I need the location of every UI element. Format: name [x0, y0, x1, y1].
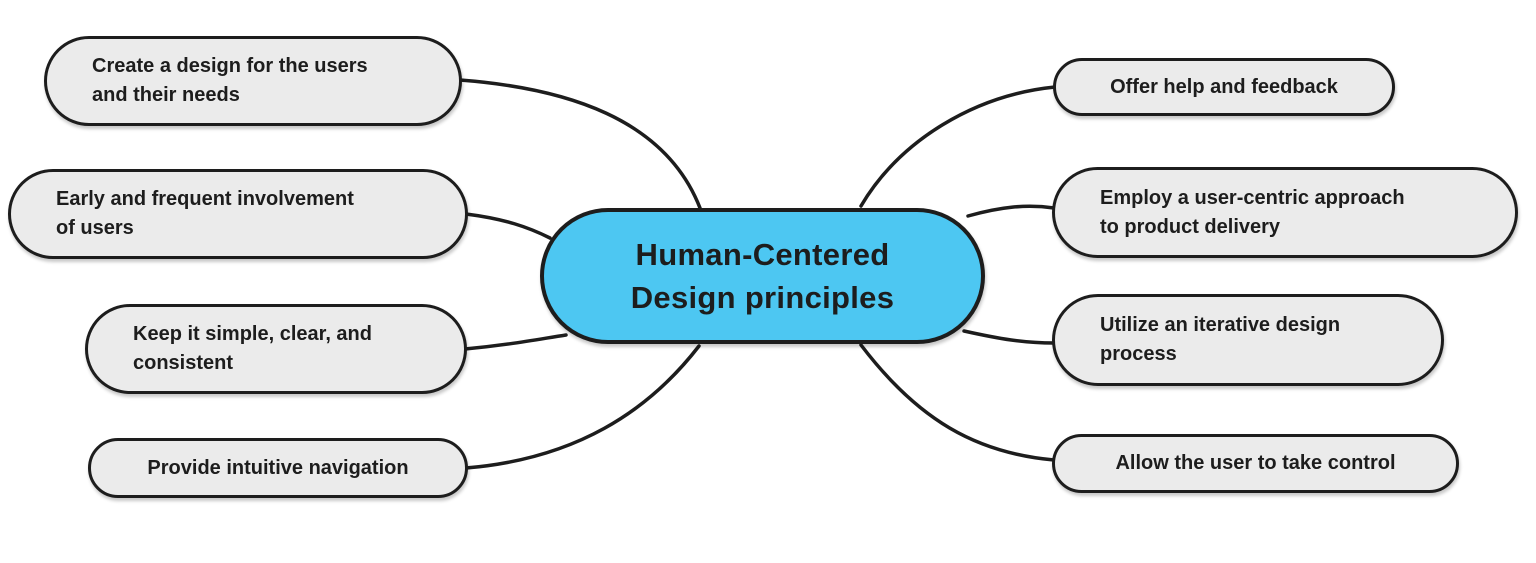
- node-offer-help[interactable]: Offer help and feedback: [1053, 58, 1395, 116]
- node-keep-simple[interactable]: Keep it simple, clear, and consistent: [85, 304, 467, 394]
- connector-user-control: [859, 343, 1056, 462]
- node-label: Provide intuitive navigation: [147, 456, 409, 479]
- node-label: Offer help and feedback: [1110, 75, 1338, 98]
- center-node[interactable]: Human-Centered Design principles: [540, 208, 985, 344]
- node-intuitive-navigation[interactable]: Provide intuitive navigation: [88, 438, 468, 498]
- node-label: Early and frequent involvement of users: [56, 188, 354, 239]
- connector-keep-simple: [463, 333, 568, 351]
- connector-offer-help: [859, 85, 1057, 208]
- connector-early-involvement: [464, 212, 552, 240]
- node-label: Utilize an iterative design process: [1100, 314, 1341, 365]
- connector-create-design: [458, 78, 702, 210]
- node-user-centric[interactable]: Employ a user-centric approach to produc…: [1052, 167, 1518, 258]
- node-label: Create a design for the users and their …: [92, 55, 368, 106]
- node-label: Keep it simple, clear, and consistent: [133, 323, 372, 374]
- node-early-involvement[interactable]: Early and frequent involvement of users: [8, 169, 468, 259]
- node-label: Employ a user-centric approach to produc…: [1100, 186, 1405, 238]
- node-label: Allow the user to take control: [1115, 452, 1396, 474]
- node-create-design[interactable]: Create a design for the users and their …: [44, 36, 462, 126]
- connector-user-centric: [966, 204, 1056, 218]
- connector-iterative-process: [962, 329, 1056, 345]
- connector-intuitive-navigation: [464, 344, 701, 470]
- node-user-control[interactable]: Allow the user to take control: [1052, 434, 1459, 493]
- node-iterative-process[interactable]: Utilize an iterative design process: [1052, 294, 1444, 386]
- center-node-label: Human-Centered Design principles: [630, 236, 895, 315]
